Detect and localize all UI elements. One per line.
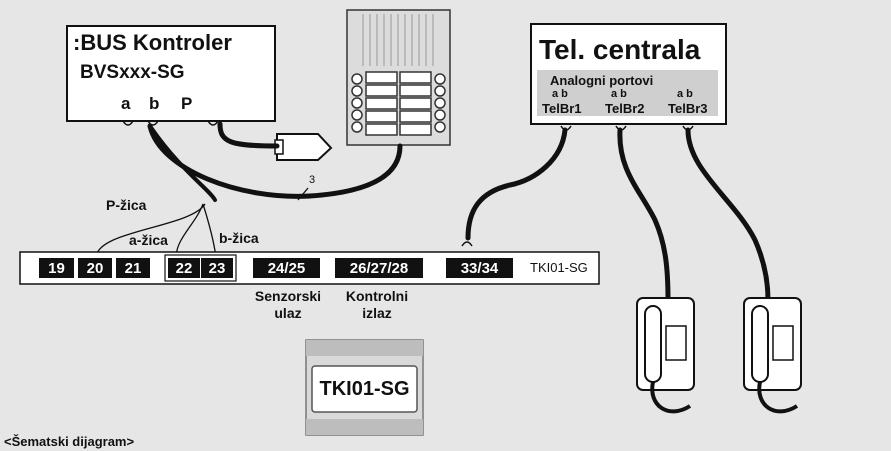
phone-2 xyxy=(743,297,802,414)
cable-pbx-to-strip xyxy=(465,127,568,241)
terminal-33-34: 33/34 xyxy=(446,258,513,278)
port-3-ab: a b xyxy=(677,88,693,100)
module-device xyxy=(305,339,424,436)
control-output-line1: Kontrolni xyxy=(345,288,409,304)
pbx-ports-label: Analogni portovi xyxy=(550,73,654,88)
pin-b-label: b xyxy=(149,94,160,113)
terminal-21: 21 xyxy=(116,258,150,278)
wire-a xyxy=(175,203,204,259)
terminal-26-27-28: 26/27/28 xyxy=(335,258,423,278)
cable-count-label: 3 xyxy=(309,174,316,186)
bus-controller-title: :BUS Kontroler xyxy=(73,30,232,55)
port-3-name: TelBr3 xyxy=(668,101,708,116)
diagram-caption: <Šematski dijagram> xyxy=(4,434,135,449)
terminal-22: 22 xyxy=(168,258,200,278)
phone-cable-1 xyxy=(617,127,671,303)
terminal-23: 23 xyxy=(201,258,233,278)
port-1-ab: a b xyxy=(552,88,568,100)
bus-controller-model: BVSxxx-SG xyxy=(80,62,185,83)
cable-to-door-panel xyxy=(147,123,403,199)
pbx-title: Tel. centrala xyxy=(539,34,701,65)
sensor-input-line1: Senzorski xyxy=(254,288,322,304)
pin-a-label: a xyxy=(121,94,131,113)
pin-p-label: P xyxy=(181,94,193,113)
wire-p-label: P-žica xyxy=(106,197,147,213)
phone-1 xyxy=(636,297,695,414)
door-panel xyxy=(346,9,451,146)
cable-count-mark xyxy=(297,187,309,201)
wire-b xyxy=(202,203,217,259)
terminal-24-25: 24/25 xyxy=(253,258,320,278)
cable-to-strip xyxy=(148,124,217,202)
terminal-20: 20 xyxy=(78,258,112,278)
control-output-line2: izlaz xyxy=(362,305,392,321)
terminal-19: 19 xyxy=(39,258,74,278)
port-1-name: TelBr1 xyxy=(542,101,582,116)
terminal-strip-label: TKI01-SG xyxy=(530,260,588,275)
bus-controller-box xyxy=(66,25,276,122)
wire-b-label: b-žica xyxy=(219,230,259,246)
power-cable xyxy=(217,121,280,149)
terminal-group-22-23 xyxy=(164,254,237,282)
pbx-ports-panel xyxy=(537,70,718,116)
power-adapter xyxy=(274,133,333,161)
wire-p xyxy=(95,203,206,259)
sensor-input-line2: ulaz xyxy=(274,305,302,321)
module-label: TKI01-SG xyxy=(319,378,410,400)
port-2-name: TelBr2 xyxy=(605,101,645,116)
port-2-ab: a b xyxy=(611,88,627,100)
wire-a-label: a-žica xyxy=(129,232,168,248)
phone-cable-2 xyxy=(685,127,771,303)
